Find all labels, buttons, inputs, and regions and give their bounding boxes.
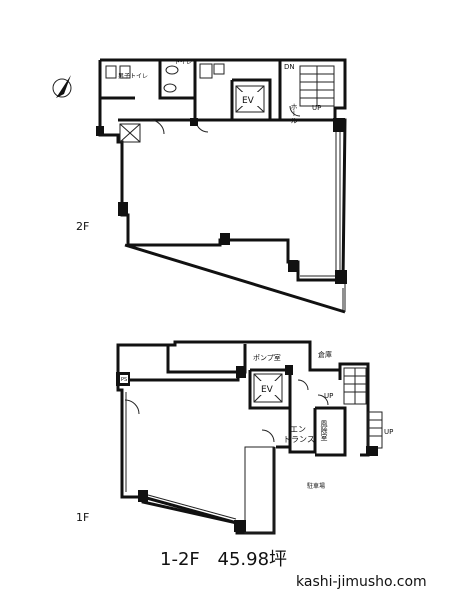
floor-1f: PS ポンプ室 倉庫 EV UP 風除室 エン トランス UP 駐車場 1F bbox=[76, 340, 393, 535]
floor-2f: 男子トイレ トイレ EV DN ホール UP 2F bbox=[52, 58, 347, 314]
stair-up-1f: UP bbox=[324, 392, 333, 400]
stair-dn: DN bbox=[284, 63, 295, 71]
room-pump: ポンプ室 bbox=[253, 353, 281, 362]
caption-area: 45.98坪 bbox=[217, 549, 288, 570]
stair-up-2f: UP bbox=[312, 104, 321, 112]
room-storage: 倉庫 bbox=[318, 350, 332, 359]
room-toilet: トイレ bbox=[174, 59, 192, 66]
room-ev-2f: EV bbox=[242, 96, 255, 106]
parking: 駐車場 bbox=[307, 482, 325, 490]
ramp-up: UP bbox=[384, 428, 393, 436]
floor-label-1f: 1F bbox=[76, 511, 89, 524]
room-entrance-line1: エン bbox=[290, 425, 306, 434]
north-arrow-icon bbox=[52, 75, 72, 98]
2f-diagonal-edge bbox=[124, 243, 346, 314]
2f-outer-wall bbox=[98, 58, 347, 282]
room-hall: ホール bbox=[290, 103, 298, 124]
room-ps: PS bbox=[121, 377, 127, 383]
1f-outer-wall bbox=[116, 340, 247, 382]
floor-area-caption: 1-2F 45.98坪 bbox=[160, 545, 287, 571]
caption-floors: 1-2F bbox=[160, 549, 200, 570]
room-toilet-men: 男子トイレ bbox=[118, 73, 148, 80]
room-vestibule: 風除室 bbox=[320, 420, 328, 441]
floor-label-2f: 2F bbox=[76, 220, 89, 233]
room-ev-1f: EV bbox=[261, 385, 274, 395]
room-entrance-line2: トランス bbox=[283, 435, 315, 444]
footer-site: kashi-jimusho.com bbox=[296, 574, 427, 590]
